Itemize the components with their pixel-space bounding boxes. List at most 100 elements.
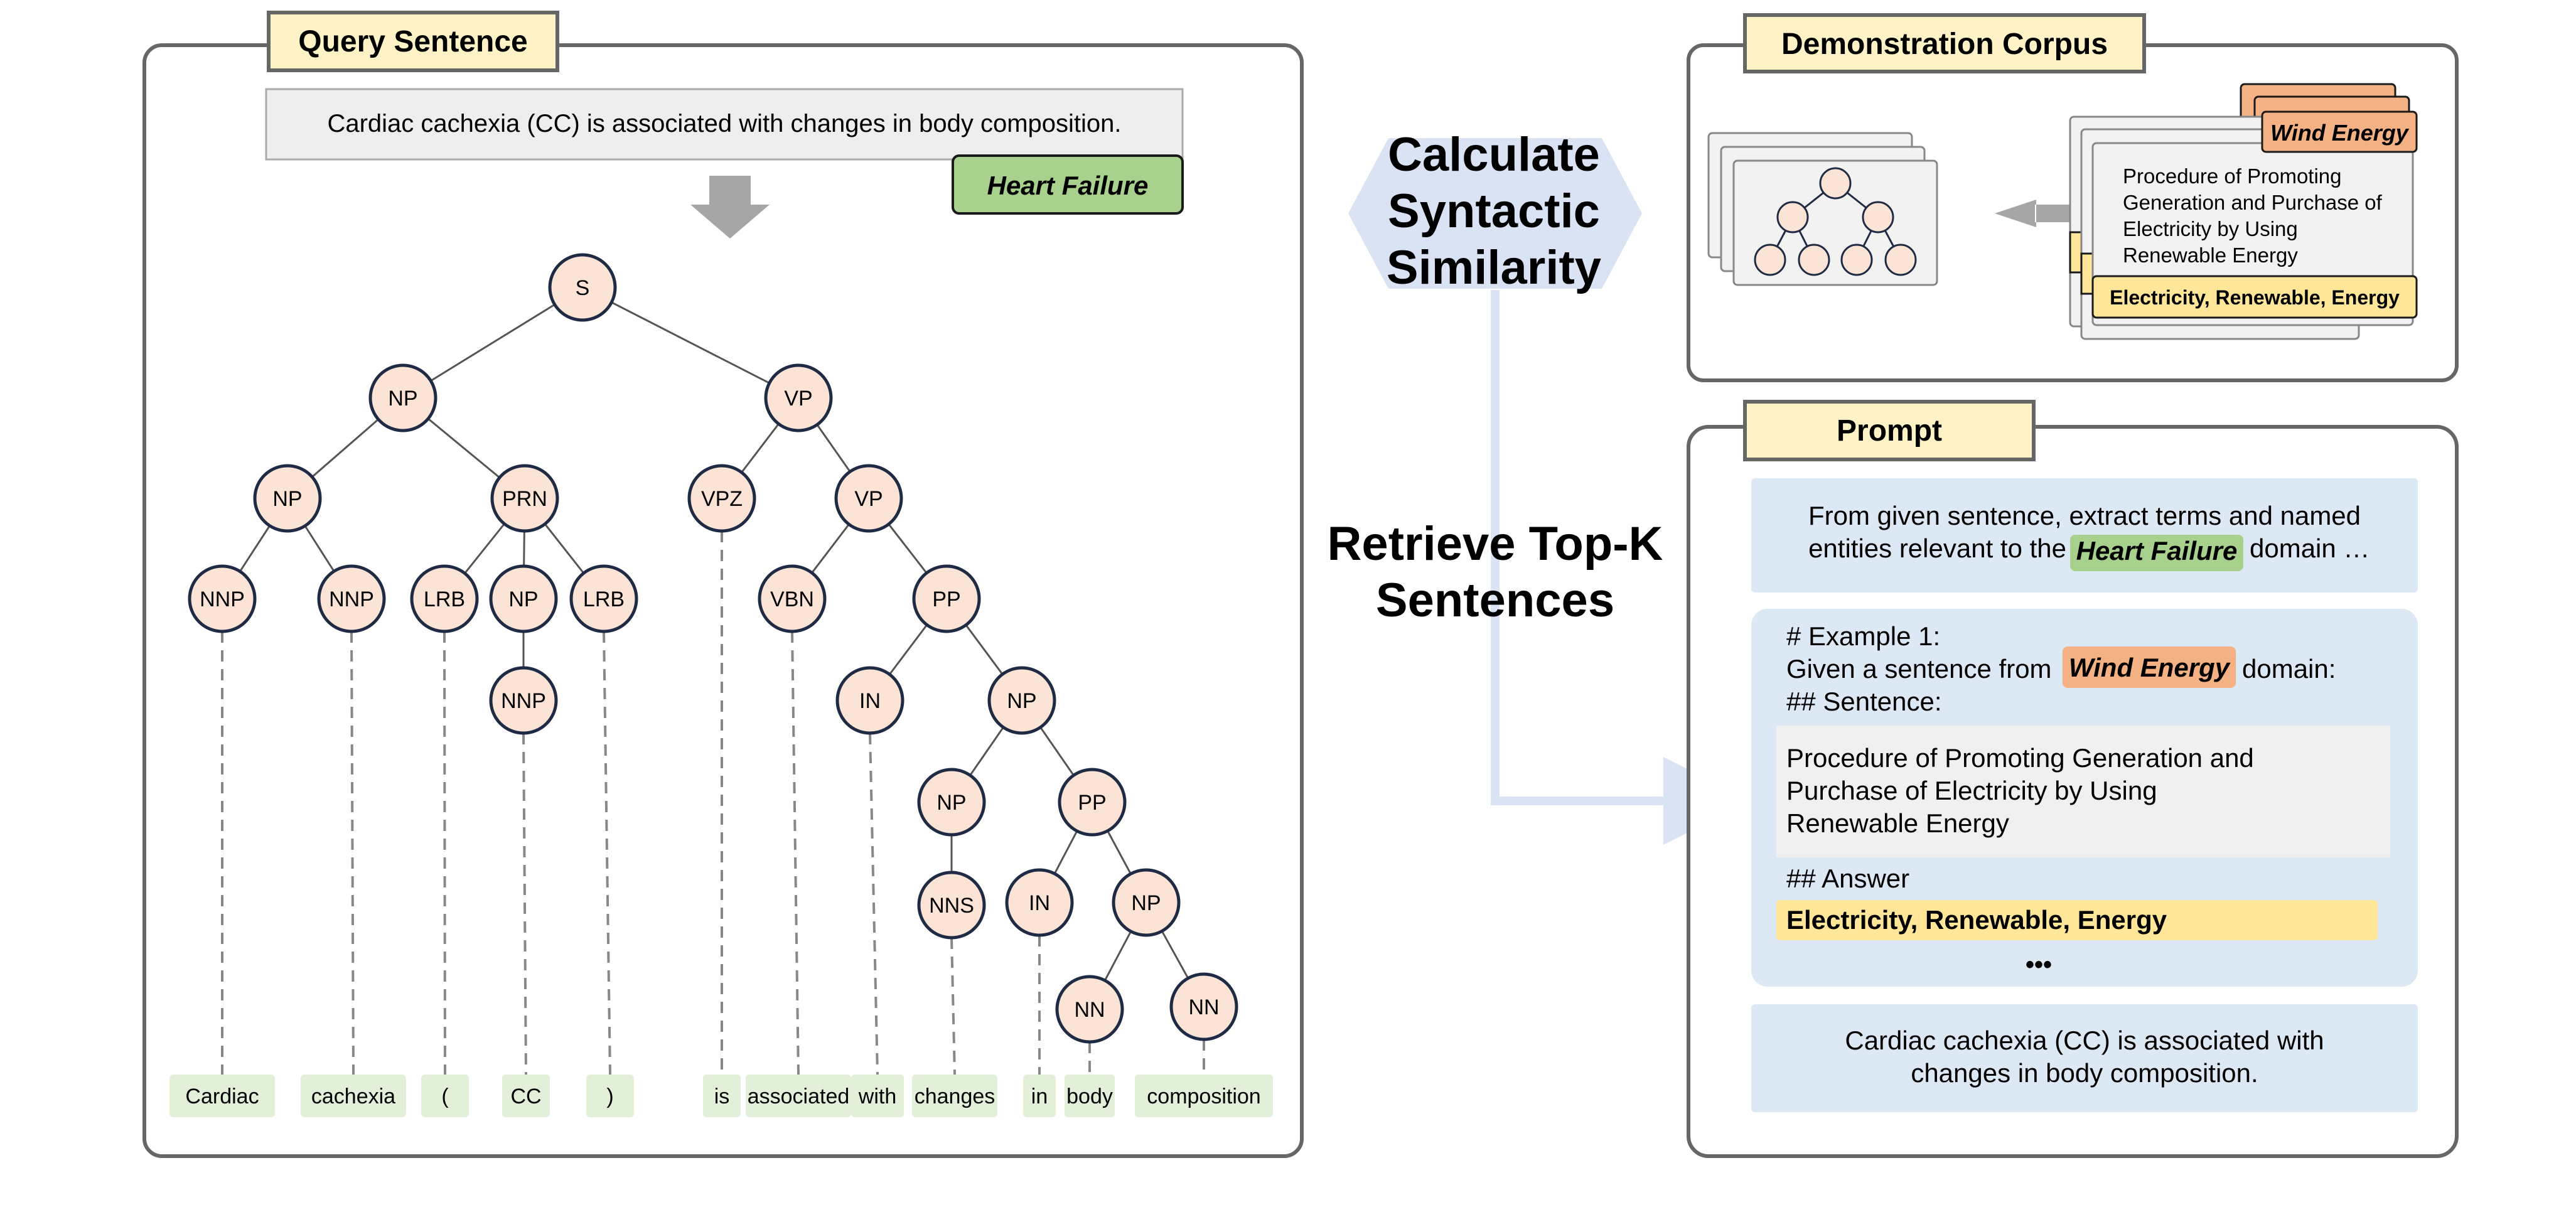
retrieve-line-1: Retrieve Top-K <box>1328 517 1663 571</box>
tree-node-label: VP <box>784 387 812 410</box>
tree-node-label: NN <box>1188 995 1219 1019</box>
instruction-line-1: From given sentence, extract terms and n… <box>1808 501 2361 530</box>
leaf-word: composition <box>1147 1085 1260 1108</box>
example-ellipsis: ••• <box>2026 951 2052 979</box>
leaf-box <box>912 1075 997 1117</box>
tree-node-label: NP <box>1007 689 1036 713</box>
example-sentence-line-1: Procedure of Promoting Generation and <box>1786 743 2254 773</box>
corpus-sentence-line-1: Procedure of Promoting <box>2123 164 2342 188</box>
tree-node-label: NNS <box>929 894 974 918</box>
tree-node-circle <box>188 564 257 633</box>
query-panel-title-box <box>267 11 559 72</box>
tree-node-circle <box>317 564 386 633</box>
prompt-panel-title: Prompt <box>1837 414 1942 448</box>
tree-node-label: PP <box>932 587 960 611</box>
corpus-domain-tag <box>2261 110 2418 153</box>
tree-node-np5: NP <box>917 768 986 837</box>
tree-node-np3: NP <box>489 564 558 633</box>
tree-leaf-w10: in <box>1023 1075 1056 1117</box>
query-domain-label: Heart Failure <box>987 171 1149 200</box>
leaf-word: cachexia <box>311 1085 395 1108</box>
leaf-word: in <box>1031 1085 1048 1108</box>
demonstration-corpus-panel: Demonstration Corpus W <box>1687 13 2459 382</box>
tree-leaf-w8: with <box>851 1075 904 1117</box>
down-arrow-icon <box>690 176 770 239</box>
mini-tree-icon <box>1754 167 1917 276</box>
example-answer-text: Electricity, Renewable, Energy <box>1786 905 2167 935</box>
tree-node-np1: NP <box>368 363 437 432</box>
tree-leaf-w12: composition <box>1135 1075 1273 1117</box>
query-panel-title: Query Sentence <box>298 25 527 58</box>
tree-node-label: NP <box>272 487 302 511</box>
corpus-answer-box <box>2091 275 2418 319</box>
tree-edge <box>582 286 799 399</box>
tree-node-circle <box>917 871 986 940</box>
corpus-sentence-line-4: Renewable Energy <box>2123 244 2298 267</box>
leaf-word: with <box>858 1085 896 1108</box>
tree-node-circle <box>834 464 903 533</box>
tree-node-label: S <box>576 276 590 300</box>
prompt-query-line-2: changes in body composition. <box>1911 1058 2258 1088</box>
example-domain-tag <box>2063 646 2236 688</box>
leaf-word: is <box>714 1085 730 1108</box>
tree-node-label: LRB <box>583 587 625 611</box>
tree-leaf-w6: is <box>703 1075 741 1117</box>
tree-node-circle <box>1005 868 1074 937</box>
tree-node-circle <box>912 564 981 633</box>
leaf-link <box>950 937 956 1075</box>
leaf-word: associated <box>748 1085 850 1108</box>
tree-node-label: NN <box>1074 998 1105 1022</box>
tree-node-label: NNP <box>329 587 374 611</box>
tree-leaf-w7: associated <box>746 1075 851 1117</box>
corpus-sentence-line-3: Electricity by Using <box>2123 217 2298 240</box>
example-sentence-line-2: Purchase of Electricity by Using <box>1786 776 2157 805</box>
similarity-line-3: Similarity <box>1387 241 1601 294</box>
similarity-hexagon <box>1348 138 1642 289</box>
corpus-sentence-line-2: Generation and Purchase of <box>2123 191 2383 214</box>
tree-node-circle <box>489 666 558 735</box>
tree-node-circle <box>253 464 322 533</box>
tree-node-circle <box>917 768 986 837</box>
tree-node-label: PRN <box>502 487 547 511</box>
instruction-domain-label: Heart Failure <box>2076 536 2238 566</box>
tree-node-s: S <box>548 253 617 322</box>
tree-node-lrb1: LRB <box>410 564 479 633</box>
tree-node-label: VPZ <box>701 487 743 511</box>
tree-node-circle <box>489 564 558 633</box>
tree-node-nnp3: NNP <box>489 666 558 735</box>
tree-node-label: VBN <box>770 587 814 611</box>
leaf-link <box>522 732 527 1075</box>
tree-leaf-w2: cachexia <box>301 1075 406 1117</box>
tree-node-nn2: NN <box>1169 972 1238 1041</box>
tree-edge <box>402 286 583 399</box>
tree-node-circle <box>1169 972 1238 1041</box>
tree-node-label: NP <box>936 791 966 815</box>
tree-node-vp1: VP <box>764 363 833 432</box>
leaf-word: ) <box>606 1085 613 1108</box>
leaf-box <box>703 1075 741 1117</box>
prompt-query-box <box>1751 1004 2418 1112</box>
tree-node-np4: NP <box>987 666 1056 735</box>
tree-node-circle <box>569 564 638 633</box>
tree-node-circle <box>758 564 827 633</box>
tree-node-circle <box>835 666 904 735</box>
example-intro: Given a sentence from <box>1786 654 2052 684</box>
leaf-box <box>1065 1075 1115 1117</box>
tree-node-circle <box>548 253 617 322</box>
corpus-domain-label: Wind Energy <box>2270 120 2410 146</box>
tree-node-label: LRB <box>424 587 465 611</box>
query-sentence-box <box>265 88 1184 161</box>
tree-node-np6: NP <box>1112 868 1181 937</box>
leaf-word: Cardiac <box>185 1085 259 1108</box>
tree-node-label: VP <box>854 487 883 511</box>
retrieve-arrow <box>1491 290 1751 845</box>
tree-leaf-w4: CC <box>502 1075 550 1117</box>
retrieve-line-2: Sentences <box>1376 574 1614 627</box>
tree-node-lrb2: LRB <box>569 564 638 633</box>
instruction-line-2: entities relevant to the <box>1808 534 2066 563</box>
tree-node-np2: NP <box>253 464 322 533</box>
tree-node-circle <box>987 666 1056 735</box>
